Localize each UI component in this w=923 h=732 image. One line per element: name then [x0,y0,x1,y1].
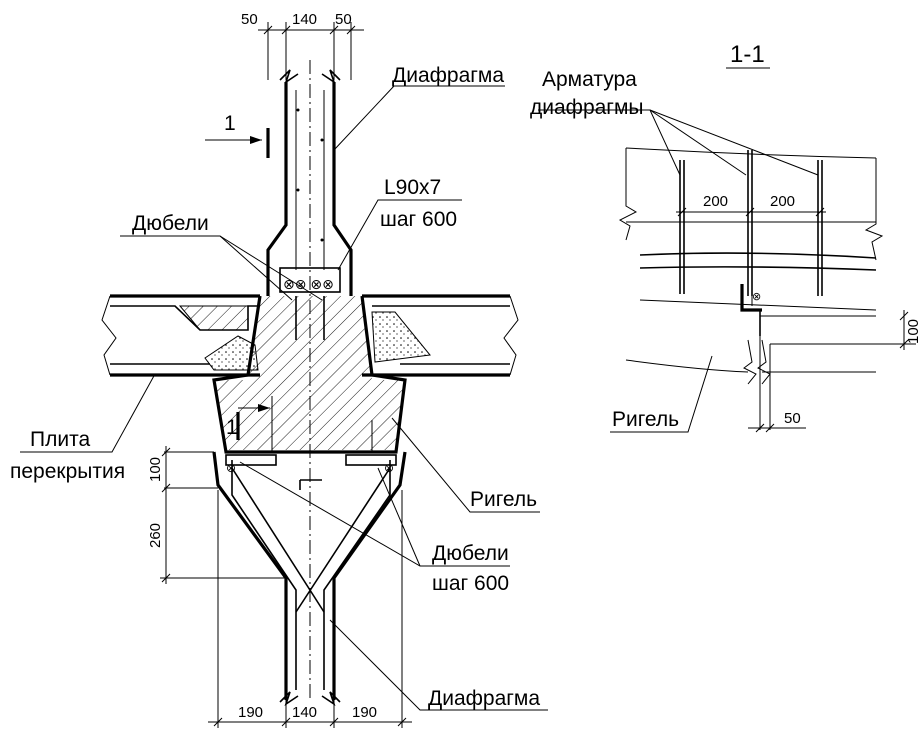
leader-diaphragm-top: Диафрагма [333,64,505,151]
lower-weld-marks-right: ⊗ [384,461,394,475]
dimension-bottom-center: 140 [292,704,317,721]
section-dimension-right: 200 [770,193,795,210]
left-vertical-dimensions: 100 260 [147,446,286,584]
section-label: 1-1 [730,41,765,68]
section-dimension-vertical: 100 [905,319,922,344]
section-1-1: 1-1 ⊗ 200 200 [530,41,922,433]
girder-core [212,295,407,454]
section-dimension-offset: 50 [784,410,801,427]
main-section: 50 140 50 ⊗⊗ ⊗⊗ 1 [10,11,548,728]
label-angle-spacing: шаг 600 [380,208,457,231]
label-dowels-top: Дюбели [132,212,209,235]
label-slab-line2: перекрытия [10,460,125,483]
label-rebar-line2: диафрагмы [530,96,644,119]
lower-weld-marks-left: ⊗ [226,461,236,475]
label-rebar-line1: Арматура [542,68,637,91]
bottom-dimension-chain: 190 140 190 [208,490,412,728]
cut-mark-label-lower: 1 [226,416,238,439]
label-angle-size: L90x7 [384,176,441,199]
leader-dowels-bottom: Дюбели шаг 600 [239,461,510,595]
section-dimension-left: 200 [703,193,728,210]
leader-angle: L90x7 шаг 600 [337,176,462,271]
label-diaphragm-bottom: Диафрагма [428,687,540,710]
cut-mark-lower: 1 [226,404,270,440]
cut-mark-label-upper: 1 [224,112,236,135]
dimension-bottom-left: 190 [238,704,263,721]
leader-slab: Плита перекрытия [10,373,156,483]
leader-diaphragm-bottom: Диафрагма [329,619,548,711]
label-dowels-bottom-line1: Дюбели [432,542,509,565]
dimension-top-left: 50 [241,11,258,28]
top-dimension-chain: 50 140 50 [241,11,364,80]
label-diaphragm-top: Диафрагма [392,64,504,87]
lower-haunch: ⊗ ⊗ [212,451,407,706]
cut-mark-upper: 1 [205,112,270,158]
label-girder-main: Ригель [470,488,537,511]
upper-weld-marks: ⊗⊗ ⊗⊗ [283,276,334,292]
floor-slab-right [362,294,519,377]
dimension-top-right: 50 [335,11,352,28]
upper-diaphragm: ⊗⊗ ⊗⊗ [266,60,353,700]
label-dowels-bottom-line2: шаг 600 [432,572,509,595]
dimension-left-lower: 260 [147,523,164,548]
floor-slab-left [101,294,260,377]
leader-girder-main: Ригель [391,417,540,513]
dimension-left-upper: 100 [147,457,164,482]
leader-dowels-top: Дюбели [120,212,323,301]
dimension-bottom-right: 190 [352,704,377,721]
section-weld-mark: ⊗ [752,291,761,303]
label-slab-line1: Плита [30,428,90,451]
label-girder-section: Ригель [612,408,679,431]
dimension-top-center: 140 [292,11,317,28]
